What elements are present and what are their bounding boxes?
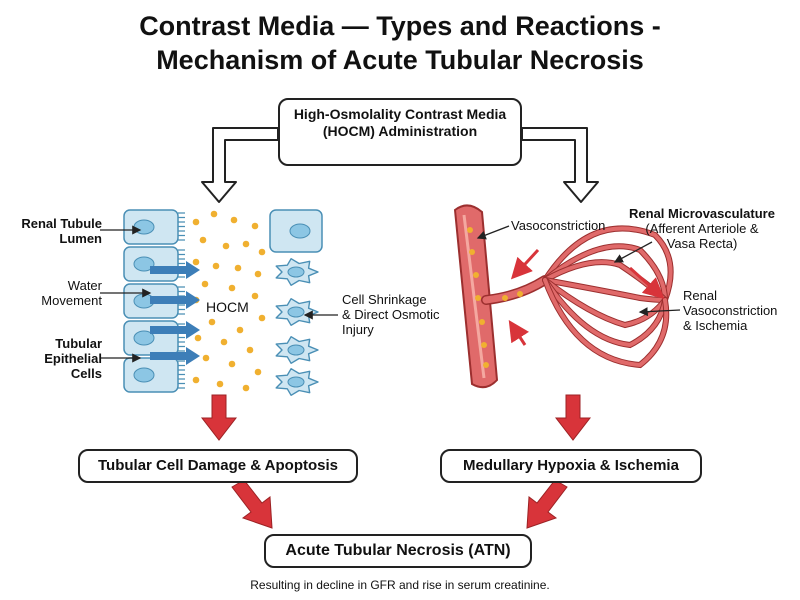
microvilli xyxy=(178,212,185,241)
left-leader-lines xyxy=(100,225,338,363)
capillary xyxy=(543,226,673,302)
label-hocm: HOCM xyxy=(206,299,249,315)
cell-nucleus xyxy=(287,344,305,356)
vessel-particle xyxy=(481,342,487,348)
water-arrow-head xyxy=(186,291,200,309)
capillary xyxy=(543,278,669,368)
top-box-line-2: (HOCM) Administration xyxy=(322,123,478,139)
cell-nucleus xyxy=(133,219,155,235)
vessel-particle xyxy=(469,249,475,255)
hocm-particle xyxy=(192,218,200,226)
hocm-particle xyxy=(242,240,250,248)
capillary xyxy=(543,278,667,348)
microvilli xyxy=(178,360,185,389)
hocm-particle xyxy=(228,360,236,368)
cell-nucleus xyxy=(287,306,305,318)
red-arrows xyxy=(200,394,592,529)
hocm-particle xyxy=(208,318,216,326)
hocm-particle xyxy=(254,270,262,278)
hocm-administration-box: High-Osmolality Contrast Media (HOCM) Ad… xyxy=(278,98,522,166)
water-arrow-head xyxy=(186,347,200,365)
hocm-particles xyxy=(192,210,266,392)
water-arrow-head xyxy=(186,261,200,279)
label-renal-vasoconstriction: Renal Vasoconstriction & Ischemia xyxy=(683,288,778,333)
vessel-particle xyxy=(517,291,523,297)
cell-nucleus xyxy=(133,330,155,346)
vessel-particle xyxy=(475,295,481,301)
label-renal-microvasculature: Renal Microvasculature (Afferent Arterio… xyxy=(629,206,775,251)
hocm-particle xyxy=(220,338,228,346)
hocm-particle xyxy=(212,262,220,270)
hocm-particle xyxy=(258,314,266,322)
label-cell-shrinkage: Cell Shrinkage & Direct Osmotic Injury xyxy=(342,292,440,337)
hocm-particle xyxy=(216,380,224,388)
hocm-particle xyxy=(242,384,250,392)
hocm-particle xyxy=(251,222,259,230)
cell-nucleus xyxy=(287,376,305,388)
hocm-particle xyxy=(222,242,230,250)
cell-nucleus xyxy=(287,266,305,278)
cell-nucleus xyxy=(289,223,311,239)
label-water-movement: Water Movement xyxy=(41,278,102,308)
label-vasoconstriction: Vasoconstriction xyxy=(511,218,606,233)
hocm-particle xyxy=(194,334,202,342)
water-arrow-shaft xyxy=(150,296,186,304)
cell-nucleus xyxy=(133,367,155,383)
atn-box: Acute Tubular Necrosis (ATN) xyxy=(264,534,532,568)
vessel-particle xyxy=(473,272,479,278)
title-line-2: Mechanism of Acute Tubular Necrosis xyxy=(156,45,644,75)
hocm-particle xyxy=(246,346,254,354)
water-arrow-shaft xyxy=(150,352,186,360)
hocm-particle xyxy=(192,376,200,384)
top-box-line-1: High-Osmolality Contrast Media xyxy=(293,106,507,122)
water-movement-arrows xyxy=(150,261,200,365)
hocm-particle xyxy=(236,326,244,334)
hocm-particle xyxy=(202,354,210,362)
medullary-hypoxia-box: Medullary Hypoxia & Ischemia xyxy=(440,449,702,483)
hocm-particle xyxy=(192,258,200,266)
hocm-particle xyxy=(258,248,266,256)
label-tubular-epithelial-cells: Tubular Epithelial Cells xyxy=(44,336,102,381)
hocm-particle xyxy=(199,236,207,244)
cell-nucleus xyxy=(133,256,155,272)
shrunken-cells xyxy=(269,209,323,396)
hocm-particle xyxy=(201,280,209,288)
hocm-particle xyxy=(254,368,262,376)
vessel-particle xyxy=(479,319,485,325)
hocm-particle xyxy=(251,292,259,300)
vessel-particle xyxy=(467,227,473,233)
vessel-particle xyxy=(483,362,489,368)
hocm-particle xyxy=(234,264,242,272)
vessel-particle xyxy=(502,295,508,301)
hocm-particle xyxy=(228,284,236,292)
hocm-particle xyxy=(230,216,238,224)
flow-arrows xyxy=(508,248,665,346)
tubular-cell-damage-box: Tubular Cell Damage & Apoptosis xyxy=(78,449,358,483)
right-leader-lines xyxy=(476,225,681,317)
water-arrow-shaft xyxy=(150,266,186,274)
label-renal-tubule-lumen: Renal Tubule Lumen xyxy=(21,216,102,246)
hocm-particle xyxy=(210,210,218,218)
capillary xyxy=(543,278,667,302)
water-arrow-shaft xyxy=(150,326,186,334)
water-arrow-head xyxy=(186,321,200,339)
footnote: Resulting in decline in GFR and rise in … xyxy=(250,578,550,592)
hollow-arrow-right xyxy=(521,127,599,203)
hollow-arrow-left xyxy=(201,127,279,203)
title-line-1: Contrast Media — Types and Reactions - xyxy=(139,11,661,41)
